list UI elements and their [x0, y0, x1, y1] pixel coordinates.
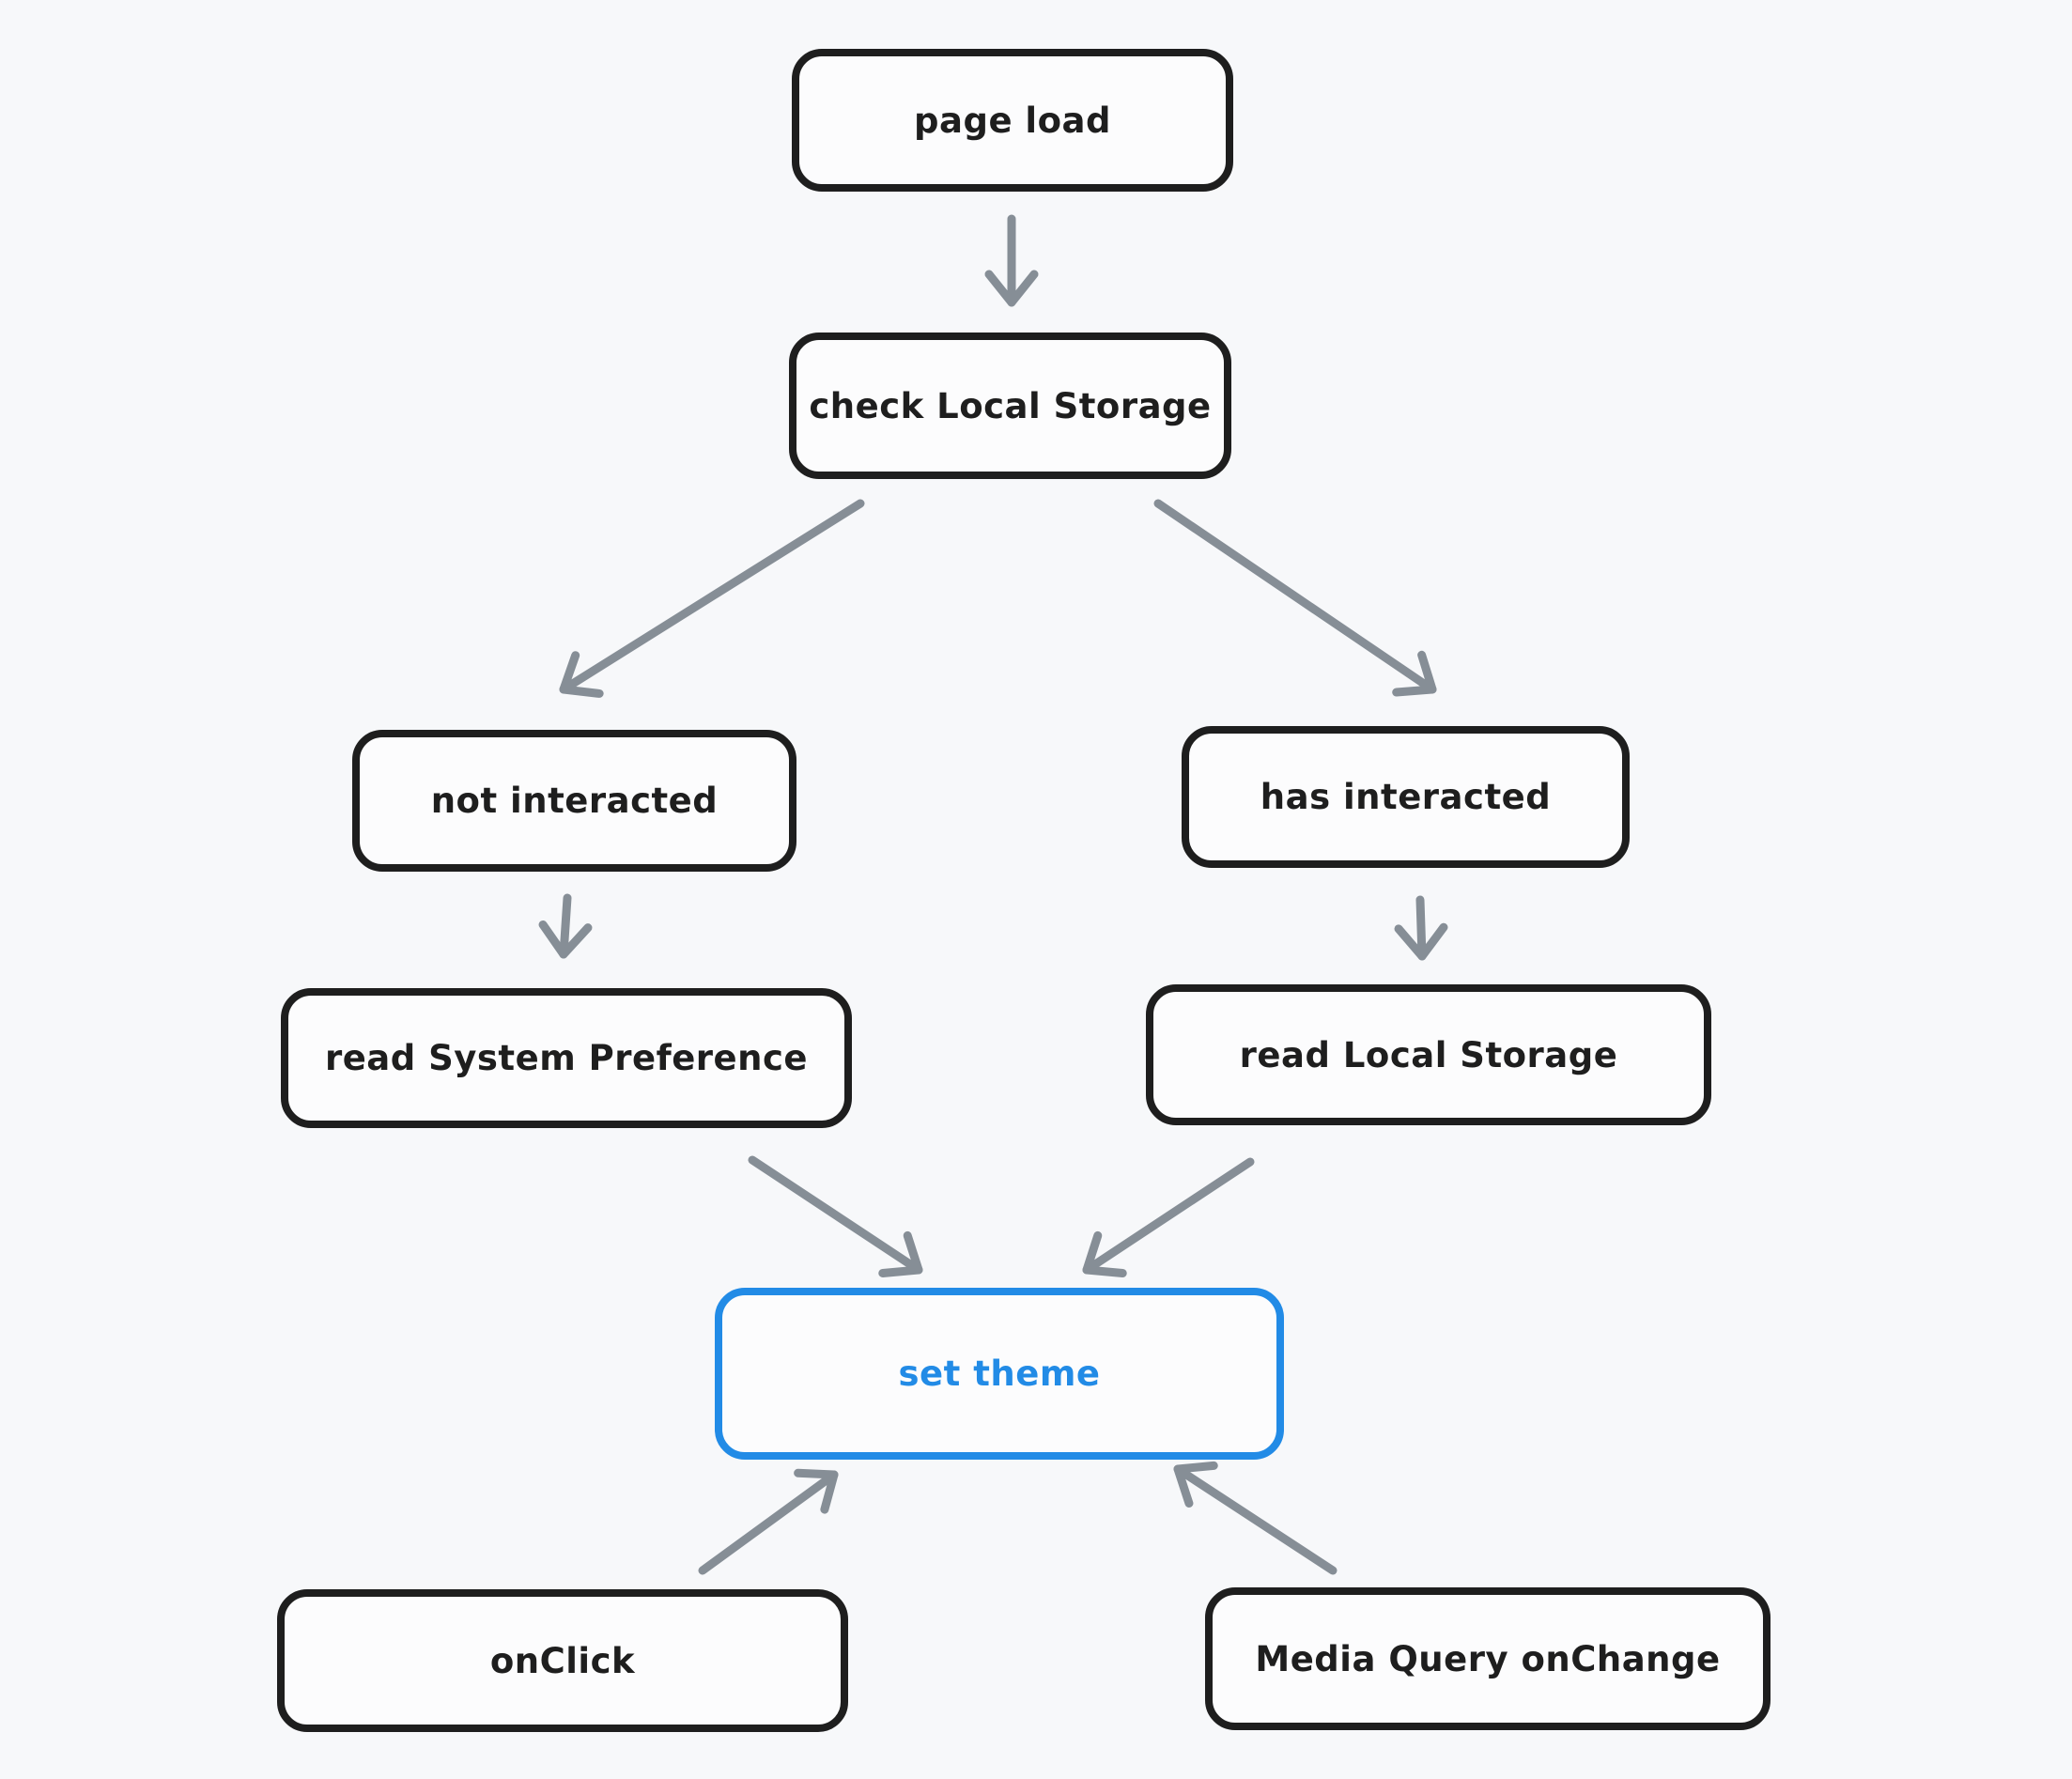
node-onclick-label: onClick: [489, 1640, 636, 1681]
node-onclick[interactable]: onClick: [277, 1589, 848, 1732]
node-not-interacted[interactable]: not interacted: [352, 730, 796, 872]
node-has-interacted-label: has interacted: [1260, 777, 1552, 817]
node-media-query-onchange-label: Media Query onChange: [1255, 1638, 1721, 1679]
node-set-theme[interactable]: set theme: [715, 1288, 1284, 1460]
node-set-theme-label: set theme: [898, 1354, 1101, 1394]
node-has-interacted[interactable]: has interacted: [1182, 726, 1630, 868]
arrow-not-interacted-to-read-system-pref[interactable]: [538, 893, 593, 959]
node-read-local-storage[interactable]: read Local Storage: [1146, 984, 1711, 1125]
node-media-query-onchange[interactable]: Media Query onChange: [1205, 1587, 1770, 1730]
node-not-interacted-label: not interacted: [430, 781, 719, 821]
arrow-onclick-to-set-theme[interactable]: [698, 1468, 839, 1575]
arrow-has-interacted-to-read-local-storage[interactable]: [1394, 895, 1448, 961]
arrow-read-local-storage-to-set-theme[interactable]: [1082, 1157, 1255, 1277]
node-page-load[interactable]: page load: [792, 49, 1233, 192]
arrow-check-local-storage-to-has-interacted[interactable]: [1153, 499, 1437, 697]
arrow-read-system-pref-to-set-theme[interactable]: [748, 1155, 923, 1277]
node-read-system-preference[interactable]: read System Preference: [281, 988, 852, 1128]
arrow-media-query-onchange-to-set-theme[interactable]: [1173, 1461, 1338, 1575]
node-check-local-storage-label: check Local Storage: [809, 385, 1212, 426]
node-read-system-preference-label: read System Preference: [324, 1038, 809, 1078]
node-read-local-storage-label: read Local Storage: [1239, 1034, 1618, 1075]
node-check-local-storage[interactable]: check Local Storage: [789, 333, 1231, 479]
node-page-load-label: page load: [914, 100, 1111, 141]
arrow-check-local-storage-to-not-interacted[interactable]: [559, 499, 865, 698]
